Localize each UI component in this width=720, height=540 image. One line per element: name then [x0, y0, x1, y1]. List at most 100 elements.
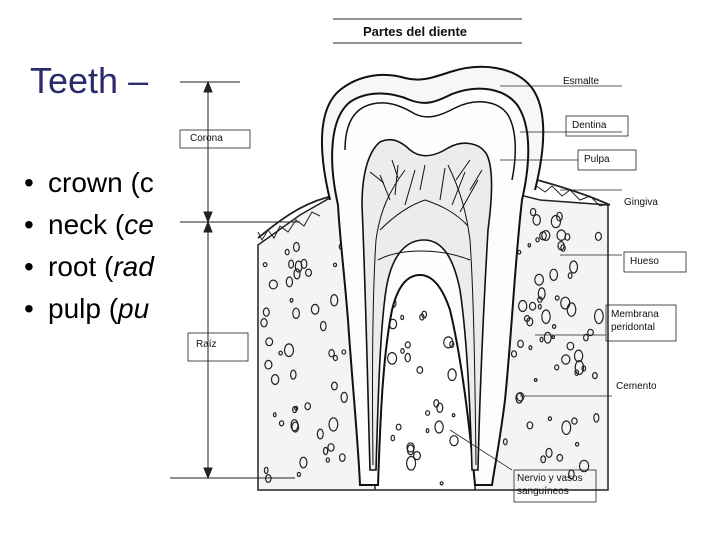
bone-pore [549, 268, 559, 281]
bone-pore [567, 272, 573, 280]
bone-pore [333, 262, 338, 268]
bone-pore [571, 417, 578, 425]
bone-pore [433, 399, 440, 408]
bone-pore [332, 354, 338, 362]
bone-pore [573, 349, 584, 363]
bone-pore [518, 299, 528, 313]
bone-pore [262, 307, 270, 317]
bone-pore [328, 348, 335, 358]
bone-pore [527, 243, 532, 248]
bone-pore [516, 391, 525, 402]
bone-pore [338, 453, 346, 463]
label-membrana-1: Membrana [611, 309, 659, 320]
bone-pore [594, 231, 603, 241]
bone-pore [425, 428, 430, 434]
bone-pore [400, 314, 405, 321]
bone-pore [289, 297, 294, 303]
bone-pore [404, 341, 411, 349]
bone-pore [290, 419, 299, 432]
bone-pore [449, 435, 459, 447]
tooth-diagram [165, 10, 705, 510]
bone-pore [443, 336, 454, 349]
crown-inner-band [344, 101, 517, 181]
bone-pore [566, 341, 575, 351]
bone-pore [260, 318, 268, 328]
bone-pore [289, 369, 297, 380]
bone-pore [270, 374, 280, 386]
bullet-dot: • [24, 167, 34, 198]
bone-pore [551, 335, 556, 340]
bone-pore [569, 260, 579, 274]
gingiva-left-texture [257, 211, 321, 242]
bone-pore [305, 268, 313, 277]
dimension-arrows [170, 80, 300, 480]
bone-pore [292, 241, 300, 253]
bone-pore [537, 287, 546, 300]
bone-pore [316, 428, 324, 440]
bone-pore [395, 423, 402, 431]
bone-pore [390, 434, 396, 442]
bone-pore [291, 421, 300, 433]
bone-pore [413, 451, 422, 461]
bone-pore [581, 365, 587, 372]
bone-pore [322, 446, 329, 456]
label-raiz: Raíz [196, 339, 217, 350]
pulp-chamber [361, 138, 493, 471]
bullet-text: crown (c [48, 167, 154, 198]
label-nervio-1: Nervio y vasos [517, 473, 583, 484]
bone-pore [283, 343, 295, 358]
bone-pore [327, 443, 335, 452]
bone-pore [557, 241, 565, 251]
bone-pore [447, 368, 457, 382]
bone-pore [330, 294, 339, 307]
bone-pore [293, 268, 301, 280]
bone-pore [340, 391, 348, 403]
bone-pore [265, 337, 274, 347]
bone-pore [587, 328, 594, 337]
bone-pore [292, 406, 298, 414]
bullet-dot: • [24, 293, 34, 324]
bone-pore [523, 315, 531, 323]
bone-pore [341, 349, 347, 355]
bone-pore [556, 453, 564, 462]
bone-pore [517, 339, 524, 348]
label-boxes [179, 115, 687, 503]
bone-pore [592, 372, 598, 380]
bone-pore [510, 350, 518, 358]
bone-pore [593, 412, 600, 423]
bone-pore [515, 392, 524, 404]
label-corona: Corona [190, 133, 223, 144]
bone-pore [533, 378, 538, 383]
nerve-branches [369, 159, 483, 466]
leader-lines [449, 85, 622, 471]
bone-pore [434, 420, 444, 434]
label-esmalte: Esmalte [563, 76, 600, 87]
bone-pore [262, 262, 268, 268]
label-pulpa: Pulpa [584, 154, 610, 165]
bone-pore [574, 441, 580, 447]
bone-pore [535, 237, 540, 243]
bone-pore [551, 324, 557, 330]
bone-pore [436, 402, 444, 413]
bone-pore [561, 420, 572, 435]
bone-pore [268, 279, 278, 290]
bone-pore [564, 233, 571, 241]
bone-pore [560, 244, 566, 252]
bone-pore [540, 455, 547, 464]
bone-pore [439, 481, 444, 486]
bullet-latin: rad [113, 251, 154, 282]
bone-pore [566, 302, 577, 317]
bone-pore [539, 336, 544, 343]
bone-pore [387, 352, 398, 365]
bone-pore [292, 307, 301, 319]
bullet-dot: • [24, 251, 34, 282]
bone-pore [288, 259, 295, 269]
gingiva-right [529, 177, 611, 206]
label-dentina: Dentina [572, 120, 607, 131]
bone-pore [400, 348, 405, 355]
label-hueso: Hueso [630, 256, 659, 267]
bone-pore [451, 413, 456, 418]
bone-pore [406, 455, 417, 471]
bone-pore [556, 211, 563, 222]
